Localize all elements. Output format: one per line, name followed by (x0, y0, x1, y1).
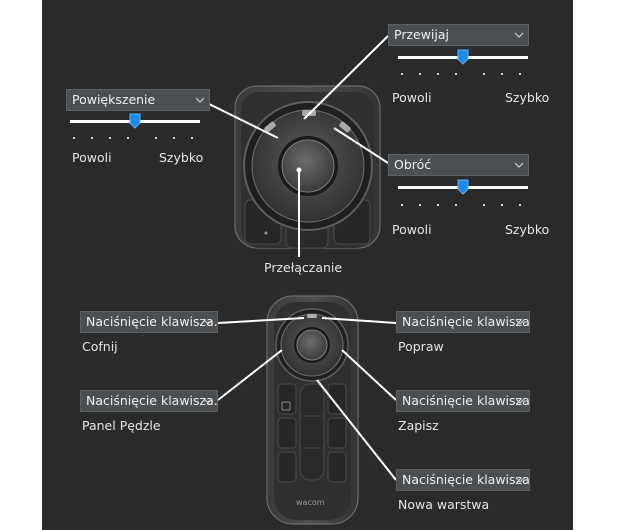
key-right-mid-dropdown[interactable]: Naciśnięcie klawisza... (396, 390, 530, 412)
chevron-down-icon (195, 97, 205, 103)
zoom-fast-label: Szybko (159, 150, 204, 165)
key-right-mid-label: Zapisz (398, 418, 439, 433)
chevron-down-icon (514, 162, 524, 168)
chevron-down-icon (514, 32, 524, 38)
expresskey-settings-panel: wacom Powiększenie Powoli Szybko Przewij… (42, 0, 573, 530)
scroll-slow-label: Powoli (392, 90, 432, 105)
rotate-dropdown[interactable]: Obróć (388, 154, 529, 176)
key-right-top-dropdown[interactable]: Naciśnięcie klawisza... (396, 311, 530, 333)
scroll-dropdown[interactable]: Przewijaj (388, 24, 529, 46)
rotate-fast-label: Szybko (505, 222, 550, 237)
key-left-mid-label: Panel Pędzle (82, 418, 161, 433)
key-right-bot-label: Nowa warstwa (398, 497, 490, 512)
brand-logo: wacom (296, 498, 325, 507)
zoom-dropdown-value: Powiększenie (72, 92, 156, 107)
rotate-slider-thumb[interactable] (457, 179, 469, 195)
scroll-slider-thumb[interactable] (457, 49, 469, 65)
chevron-down-icon (203, 319, 213, 325)
remote-ring-illustration (200, 35, 397, 525)
zoom-dropdown[interactable]: Powiększenie (66, 89, 210, 111)
chevron-down-icon (515, 477, 525, 483)
key-left-mid-dropdown[interactable]: Naciśnięcie klawisza... (80, 390, 218, 412)
key-right-bot-dropdown[interactable]: Naciśnięcie klawisza... (396, 469, 530, 491)
chevron-down-icon (515, 398, 525, 404)
key-left-top-dropdown[interactable]: Naciśnięcie klawisza... (80, 311, 218, 333)
zoom-slider-thumb[interactable] (129, 113, 141, 129)
key-right-top-value: Naciśnięcie klawisza... (402, 314, 530, 329)
rotate-slow-label: Powoli (392, 222, 432, 237)
key-left-mid-value: Naciśnięcie klawisza... (86, 393, 218, 408)
scroll-fast-label: Szybko (505, 90, 550, 105)
key-left-top-label: Cofnij (82, 339, 118, 354)
chevron-down-icon (515, 319, 525, 325)
rotate-dropdown-value: Obróć (394, 157, 432, 172)
key-right-mid-value: Naciśnięcie klawisza... (402, 393, 530, 408)
key-right-top-label: Popraw (398, 339, 444, 354)
zoom-slow-label: Powoli (72, 150, 112, 165)
key-right-bot-value: Naciśnięcie klawisza... (402, 472, 530, 487)
key-left-top-value: Naciśnięcie klawisza... (86, 314, 218, 329)
scroll-dropdown-value: Przewijaj (394, 27, 450, 42)
chevron-down-icon (203, 398, 213, 404)
toggle-label: Przełączanie (264, 260, 343, 275)
